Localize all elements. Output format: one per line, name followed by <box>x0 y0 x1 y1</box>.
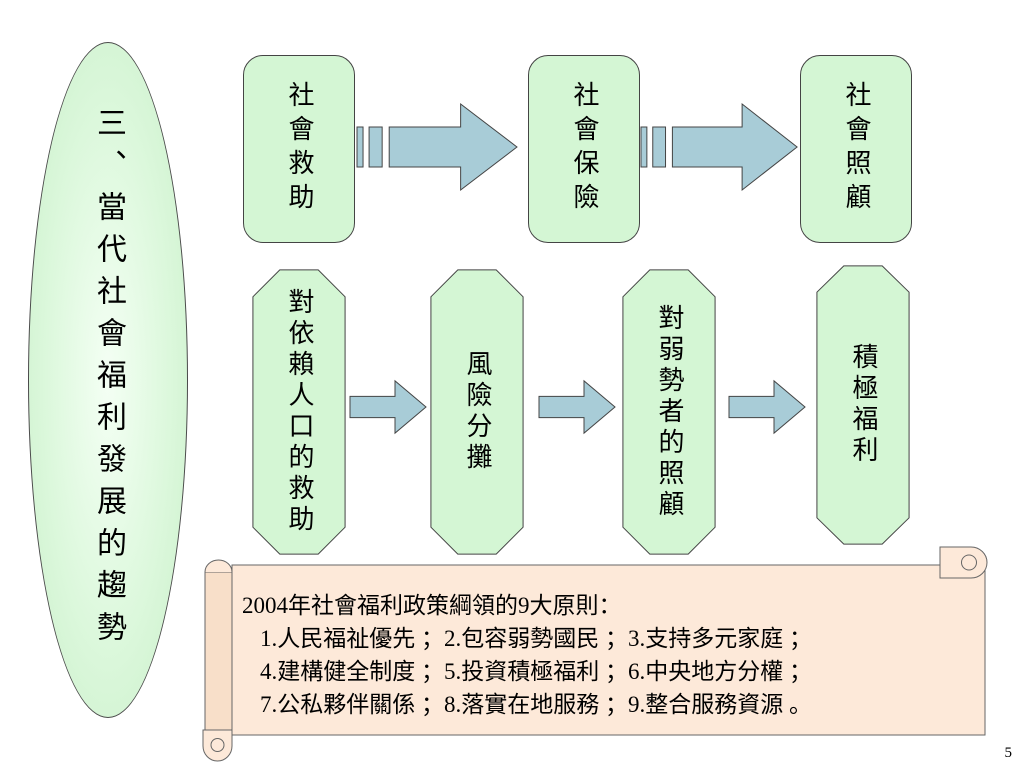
disadvantaged-care-box: 對弱勢者的照顧 <box>621 268 717 556</box>
social-insurance-label: 社會保險 <box>570 81 599 217</box>
principles-line: 1.人民福祉優先 ；2.包容弱勢國民 ；3.支持多元家庭 ； <box>260 626 812 651</box>
dependent-aid-box: 對依賴人口的救助 <box>251 268 347 556</box>
positive-welfare-box: 積極福利 <box>815 264 911 546</box>
trend-title-ellipse: 三、當代社會福利發展的趨勢 <box>28 42 188 718</box>
scroll-shape <box>198 545 990 763</box>
social-assistance-label: 社會救助 <box>285 81 314 217</box>
principles-line: 7.公私夥伴關係 ；8.落實在地服務 ；9.整合服務資源 。 <box>260 692 812 717</box>
social-assistance-box: 社會救助 <box>243 55 355 243</box>
trend-title-text: 三、當代社會福利發展的趨勢 <box>92 107 125 653</box>
disadvantaged-care-label: 對弱勢者的照顧 <box>655 303 684 521</box>
striped-arrow-icon <box>640 99 802 195</box>
risk-sharing-label: 風險分攤 <box>463 350 492 474</box>
scroll-banner: 2004年社會福利政策綱領的9大原則： 1.人民福祉優先 ；2.包容弱勢國民 ；… <box>198 545 990 763</box>
block-arrow-icon <box>538 376 618 438</box>
block-arrow-icon <box>349 376 429 438</box>
block-arrow-icon <box>728 376 808 438</box>
positive-welfare-label: 積極福利 <box>849 343 878 467</box>
social-insurance-box: 社會保險 <box>528 55 640 243</box>
principles-line: 4.建構健全制度 ；5.投資積極福利 ；6.中央地方分權 ； <box>260 659 812 684</box>
social-care-box: 社會照顧 <box>800 55 912 243</box>
risk-sharing-box: 風險分攤 <box>429 268 525 556</box>
principles-title: 2004年社會福利政策綱領的9大原則： <box>242 593 622 618</box>
striped-arrow-icon <box>356 99 522 195</box>
principles-text-block: 2004年社會福利政策綱領的9大原則： 1.人民福祉優先 ；2.包容弱勢國民 ；… <box>242 589 957 721</box>
page-number: 5 <box>1004 745 1013 761</box>
social-care-label: 社會照顧 <box>842 81 871 217</box>
dependent-aid-label: 對依賴人口的救助 <box>285 288 314 536</box>
